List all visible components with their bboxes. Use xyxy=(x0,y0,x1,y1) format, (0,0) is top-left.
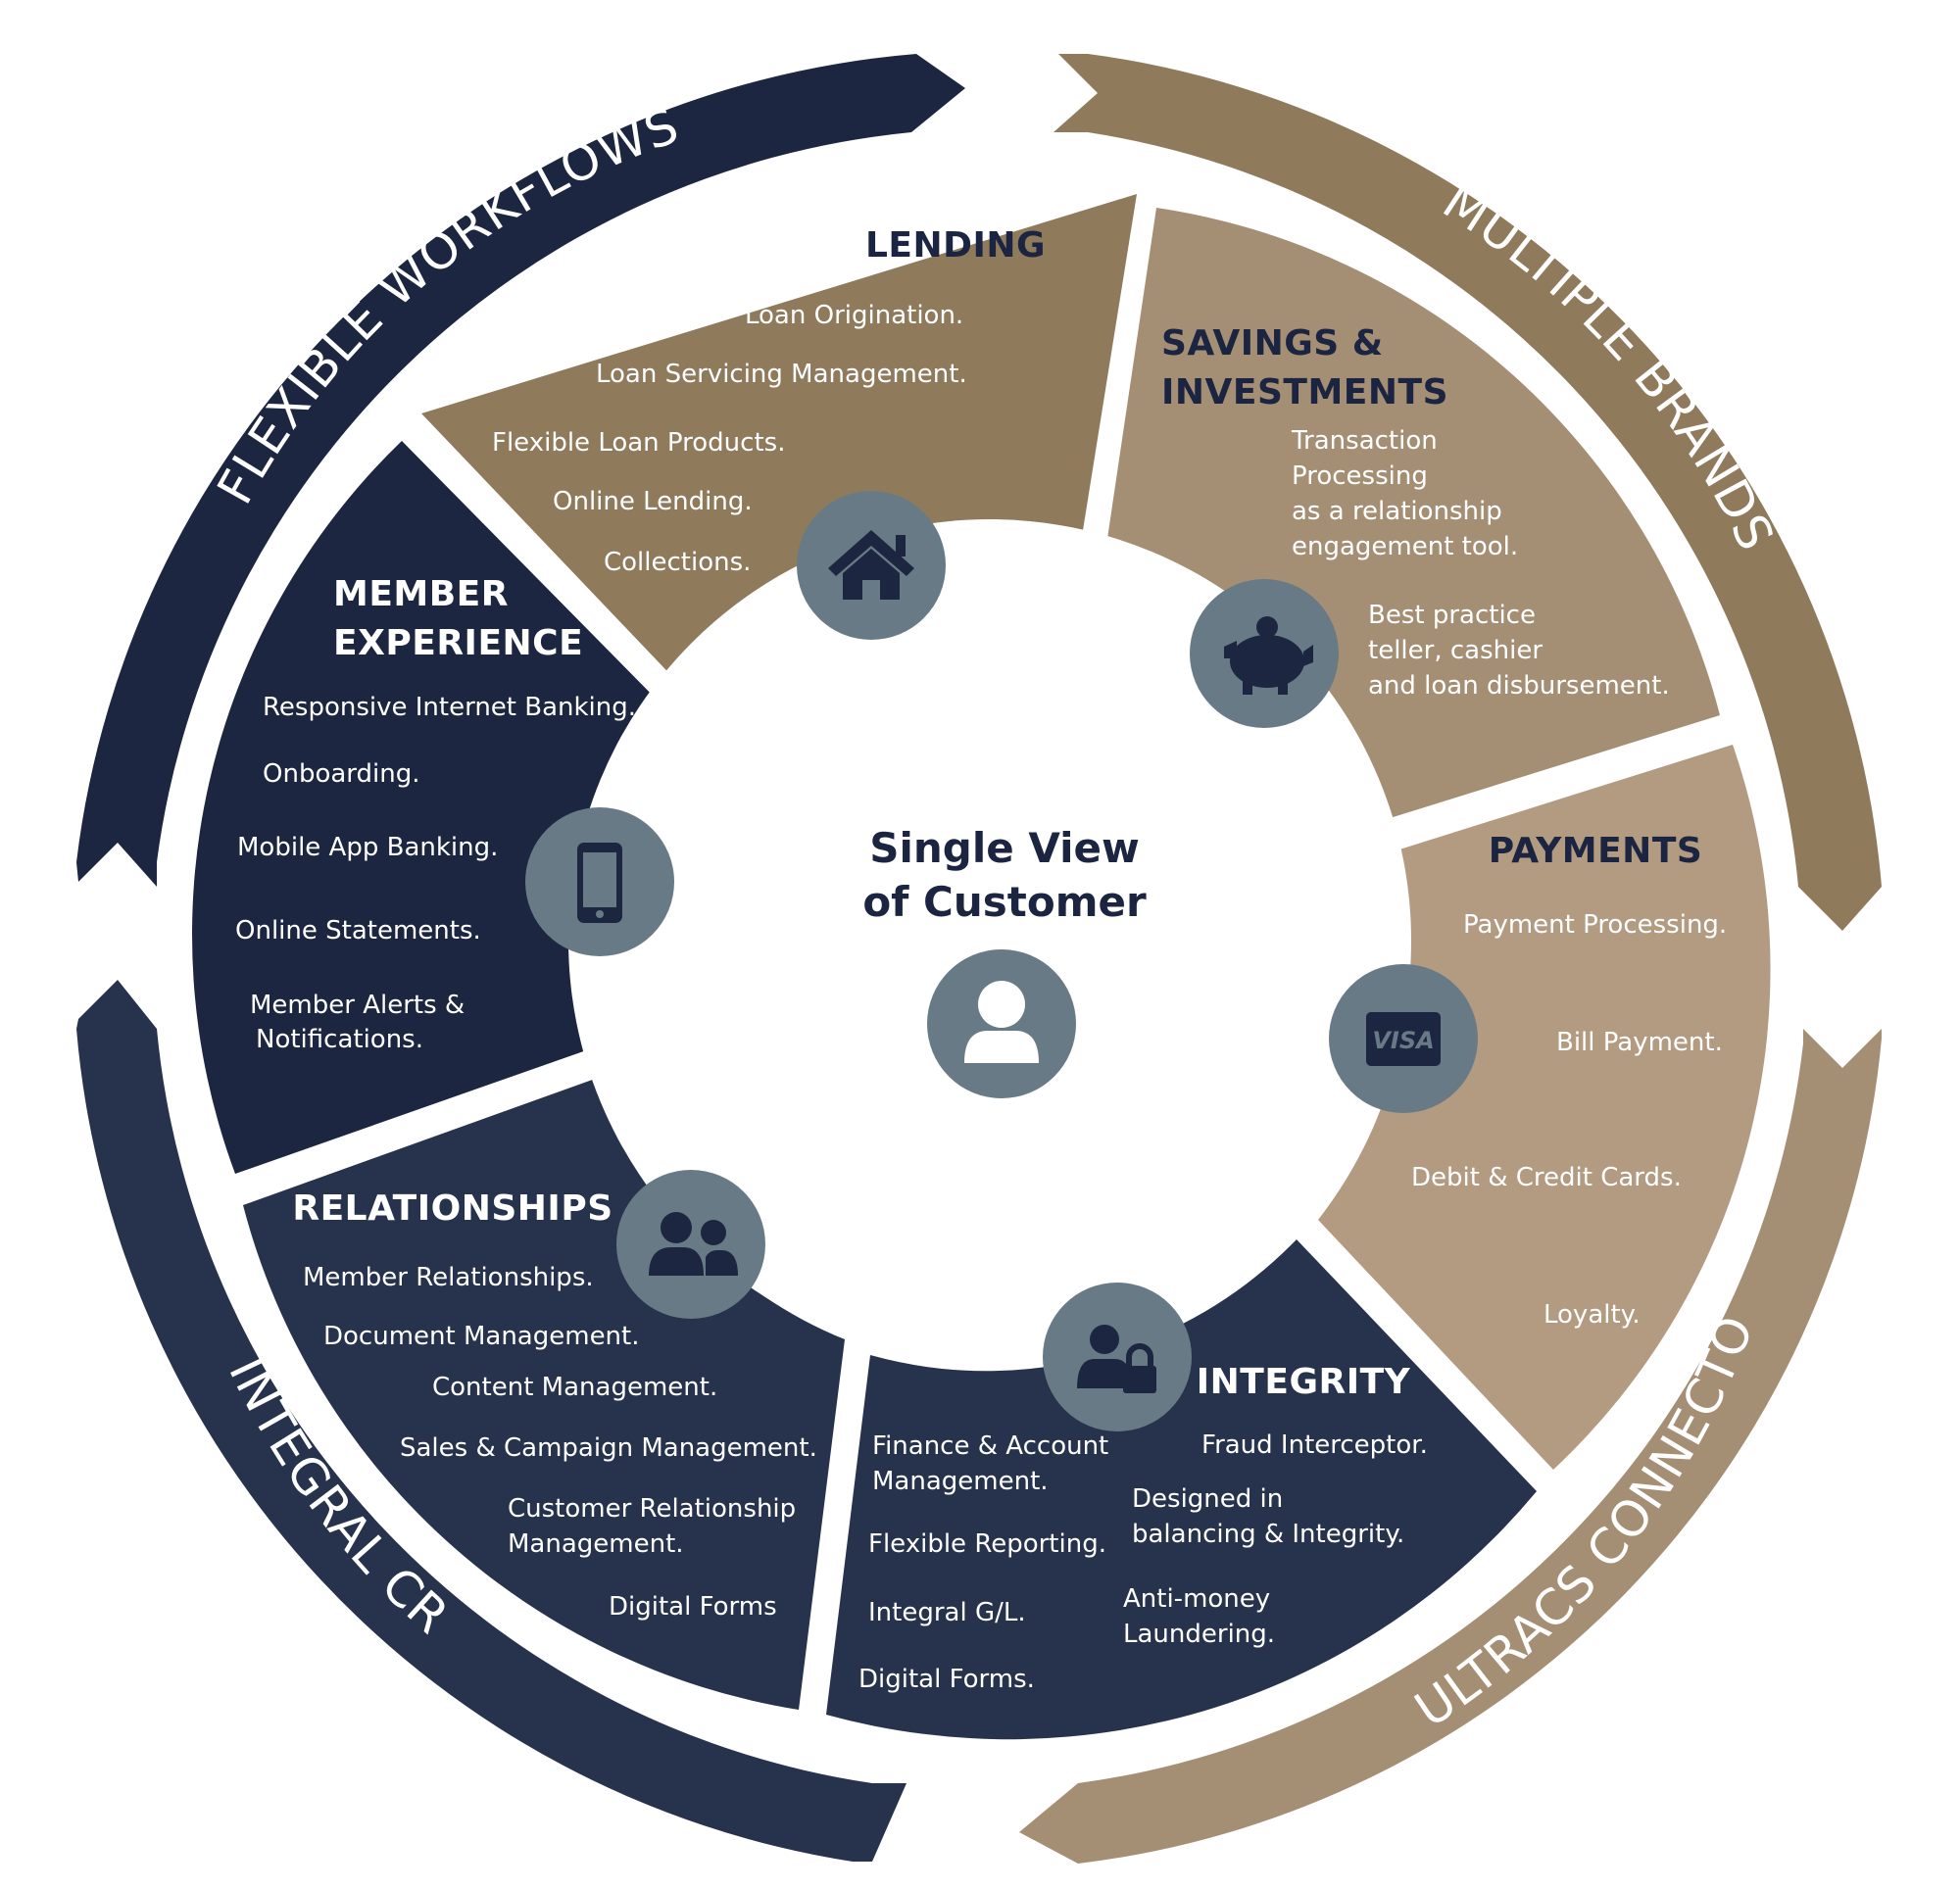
house-icon xyxy=(797,491,946,640)
relationships-item: Content Management. xyxy=(432,1373,717,1402)
lending-item: Collections. xyxy=(604,548,751,577)
member-item: Notifications. xyxy=(256,1025,423,1054)
integrity-item: Anti-money xyxy=(1123,1584,1270,1614)
payments-item: Payment Processing. xyxy=(1463,910,1727,940)
savings-item: engagement tool. xyxy=(1292,532,1518,561)
visa-label: VISA xyxy=(1372,1027,1434,1054)
member-item: Mobile App Banking. xyxy=(237,833,498,862)
payments-item: Debit & Credit Cards. xyxy=(1411,1163,1682,1192)
integrity-item: Fraud Interceptor. xyxy=(1201,1430,1428,1460)
relationships-title: RELATIONSHIPS xyxy=(292,1188,612,1229)
segment-relationships xyxy=(243,1078,845,1710)
user-icon xyxy=(927,949,1076,1098)
payments-item: Loyalty. xyxy=(1544,1300,1641,1330)
segment-member-experience xyxy=(192,441,665,1174)
segment-lending xyxy=(421,194,1137,686)
member-item: Responsive Internet Banking. xyxy=(263,693,636,722)
member-item: Onboarding. xyxy=(263,759,420,789)
integrity-item: Designed in xyxy=(1132,1484,1283,1514)
lending-title: LENDING xyxy=(865,225,1046,266)
lending-item: Flexible Loan Products. xyxy=(492,428,785,458)
savings-item: and loan disbursement. xyxy=(1368,671,1670,701)
center-title-line1: Single View xyxy=(869,824,1140,872)
user-lock-icon xyxy=(1043,1283,1192,1431)
savings-item: Processing xyxy=(1292,461,1428,491)
relationships-item: Sales & Campaign Management. xyxy=(400,1433,817,1463)
payments-title: PAYMENTS xyxy=(1489,831,1703,871)
segment-integrity xyxy=(826,1239,1537,1740)
mobile-phone-icon xyxy=(525,807,674,956)
savings-item: Transaction xyxy=(1291,426,1438,456)
member-item: Member Alerts & xyxy=(250,991,465,1020)
ring-arrow-flexible-workflows xyxy=(76,54,965,887)
lending-item: Loan Origination. xyxy=(745,301,963,330)
piggy-bank-icon xyxy=(1190,579,1339,728)
integrity-item: Laundering. xyxy=(1123,1620,1275,1649)
ring-arrow-ultracs-connector xyxy=(1019,1029,1882,1864)
member-item: Online Statements. xyxy=(235,916,481,945)
savings-title-line2: INVESTMENTS xyxy=(1161,372,1448,412)
visa-card-icon: VISA xyxy=(1329,964,1478,1113)
center-title-line2: of Customer xyxy=(862,878,1147,926)
savings-item: as a relationship xyxy=(1292,497,1502,526)
relationships-item: Digital Forms xyxy=(609,1592,777,1622)
relationships-item: Management. xyxy=(508,1529,684,1559)
segment-payments xyxy=(1318,745,1771,1470)
ring-arrow-multiple-brands xyxy=(1054,54,1882,931)
integrity-item: balancing & Integrity. xyxy=(1132,1520,1404,1549)
relationships-item: Member Relationships. xyxy=(303,1263,594,1292)
integrity-title: INTEGRITY xyxy=(1197,1362,1411,1402)
savings-title-line1: SAVINGS & xyxy=(1161,323,1384,363)
savings-item: teller, cashier xyxy=(1368,636,1543,665)
segment-savings-investments xyxy=(1104,208,1720,819)
member-title-line2: EXPERIENCE xyxy=(333,623,583,663)
integrity-item: Integral G/L. xyxy=(868,1598,1026,1627)
integrity-item: Management. xyxy=(872,1467,1049,1496)
integrity-item: Finance & Account xyxy=(872,1431,1108,1461)
relationships-item: Document Management. xyxy=(323,1322,640,1351)
member-title-line1: MEMBER xyxy=(333,574,509,614)
savings-item: Best practice xyxy=(1368,601,1536,630)
payments-item: Bill Payment. xyxy=(1556,1028,1723,1057)
users-icon xyxy=(616,1170,765,1319)
ring-arrow-integral-crm xyxy=(76,980,906,1862)
integrity-item: Flexible Reporting. xyxy=(868,1529,1106,1559)
integrity-item: Digital Forms. xyxy=(858,1665,1035,1694)
center-hub xyxy=(568,519,1411,1362)
lending-item: Loan Servicing Management. xyxy=(596,360,967,389)
lending-item: Online Lending. xyxy=(553,487,753,516)
relationships-item: Customer Relationship xyxy=(508,1494,796,1524)
